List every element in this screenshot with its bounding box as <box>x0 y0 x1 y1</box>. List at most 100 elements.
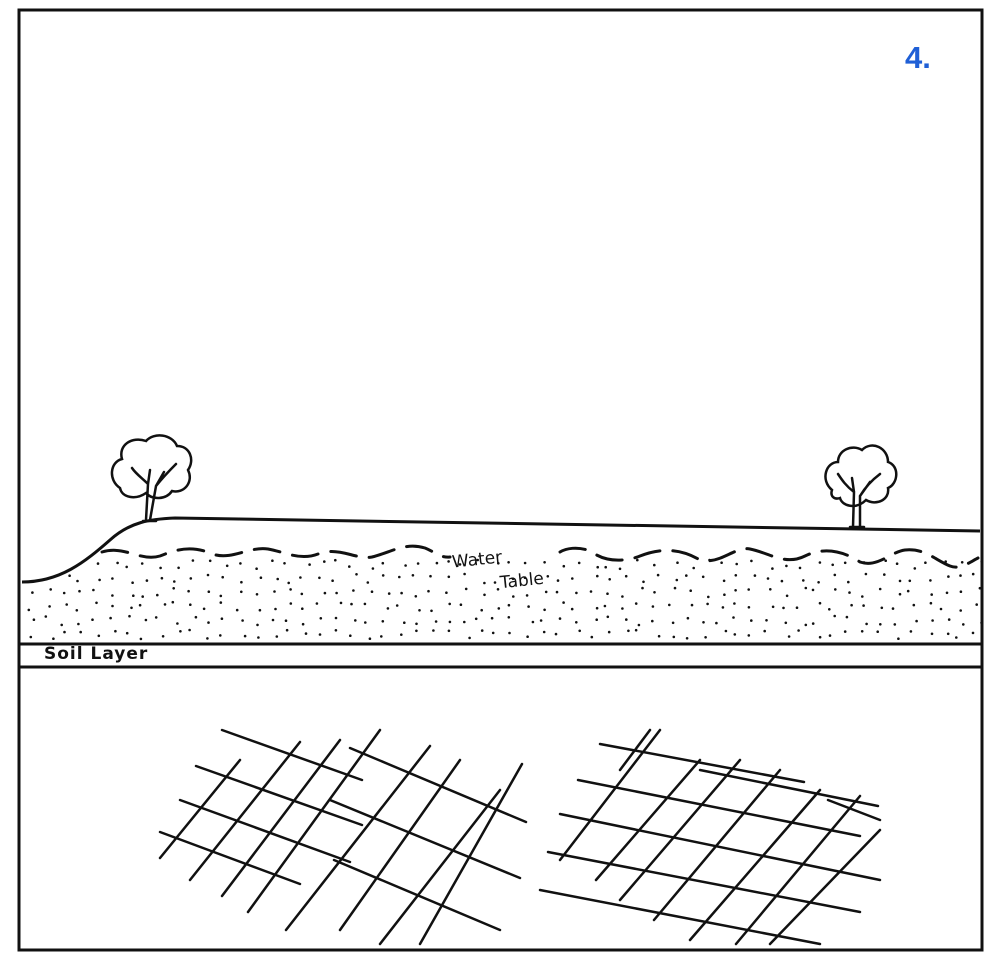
speckle <box>636 559 639 562</box>
speckle <box>283 562 286 565</box>
speckle <box>77 623 80 626</box>
speckle <box>491 617 494 620</box>
speckle <box>52 637 55 640</box>
speckle <box>259 609 262 612</box>
speckle <box>226 565 229 568</box>
speckle <box>508 604 511 607</box>
speckle <box>805 624 808 627</box>
water-table-line <box>102 546 978 567</box>
speckle <box>45 615 48 618</box>
speckle <box>98 635 101 638</box>
speckle <box>754 574 757 577</box>
speckle <box>417 562 420 565</box>
speckle <box>668 604 671 607</box>
speckle <box>676 579 679 582</box>
speckle <box>319 633 322 636</box>
speckle <box>60 624 63 627</box>
speckle <box>961 561 964 564</box>
speckle <box>334 559 337 562</box>
speckle <box>208 590 211 593</box>
speckle <box>220 601 223 604</box>
speckle <box>272 619 275 622</box>
speckle <box>497 588 500 591</box>
speckle <box>562 601 565 604</box>
speckle <box>691 604 694 607</box>
speckle <box>571 577 574 580</box>
speckle <box>673 636 676 639</box>
speckle <box>31 591 34 594</box>
speckle <box>206 637 209 640</box>
speckle <box>595 618 598 621</box>
speckle <box>97 562 100 565</box>
speckle <box>772 606 775 609</box>
speckle <box>635 602 638 605</box>
speckle <box>176 622 179 625</box>
speckle <box>241 619 244 622</box>
speckle <box>285 619 288 622</box>
speckle <box>706 603 709 606</box>
speckle <box>480 609 483 612</box>
speckle <box>287 582 290 585</box>
speckle <box>364 621 367 624</box>
speckle <box>980 622 983 625</box>
speckle <box>846 616 849 619</box>
speckle <box>348 565 351 568</box>
speckle <box>76 609 79 612</box>
speckle <box>771 567 774 570</box>
speckle <box>189 603 192 606</box>
speckle <box>412 574 415 577</box>
speckle <box>403 621 406 624</box>
speckle <box>635 629 638 632</box>
speckle <box>526 635 529 638</box>
speckle <box>335 592 338 595</box>
fracture-line <box>180 800 350 862</box>
speckle <box>63 592 66 595</box>
speckle <box>722 606 725 609</box>
speckle <box>131 581 134 584</box>
speckle <box>460 603 463 606</box>
fracture-line <box>160 760 240 858</box>
speckle <box>545 591 548 594</box>
speckle <box>418 609 421 612</box>
speckle <box>240 591 243 594</box>
speckle <box>415 623 418 626</box>
speckle <box>955 636 958 639</box>
speckle <box>68 574 71 577</box>
speckle <box>512 595 515 598</box>
speckle <box>879 623 882 626</box>
speckle <box>692 567 695 570</box>
speckle <box>831 564 834 567</box>
speckle <box>786 595 789 598</box>
speckle <box>604 605 607 608</box>
speckle <box>141 595 144 598</box>
speckle <box>785 622 788 625</box>
speckle <box>879 588 882 591</box>
speckle <box>286 629 289 632</box>
speckle <box>590 590 593 593</box>
speckle <box>861 630 864 633</box>
speckle <box>799 567 802 570</box>
speckle <box>805 587 808 590</box>
speckle <box>318 577 321 580</box>
speckle <box>782 607 785 610</box>
speckle <box>220 595 223 598</box>
speckle <box>125 566 128 569</box>
speckle <box>145 619 148 622</box>
speckle <box>159 567 162 570</box>
speckle <box>689 589 692 592</box>
speckle <box>161 577 164 580</box>
speckle <box>819 636 822 639</box>
speckle <box>448 630 451 633</box>
speckle <box>387 607 390 610</box>
speckle <box>865 573 868 576</box>
speckle <box>76 580 79 583</box>
speckle <box>301 607 304 610</box>
speckle <box>802 579 805 582</box>
speckle <box>116 562 119 565</box>
speckle <box>130 607 133 610</box>
speckle <box>947 575 950 578</box>
speckle <box>735 574 738 577</box>
speckle <box>765 619 768 622</box>
fracture-line <box>160 832 300 884</box>
